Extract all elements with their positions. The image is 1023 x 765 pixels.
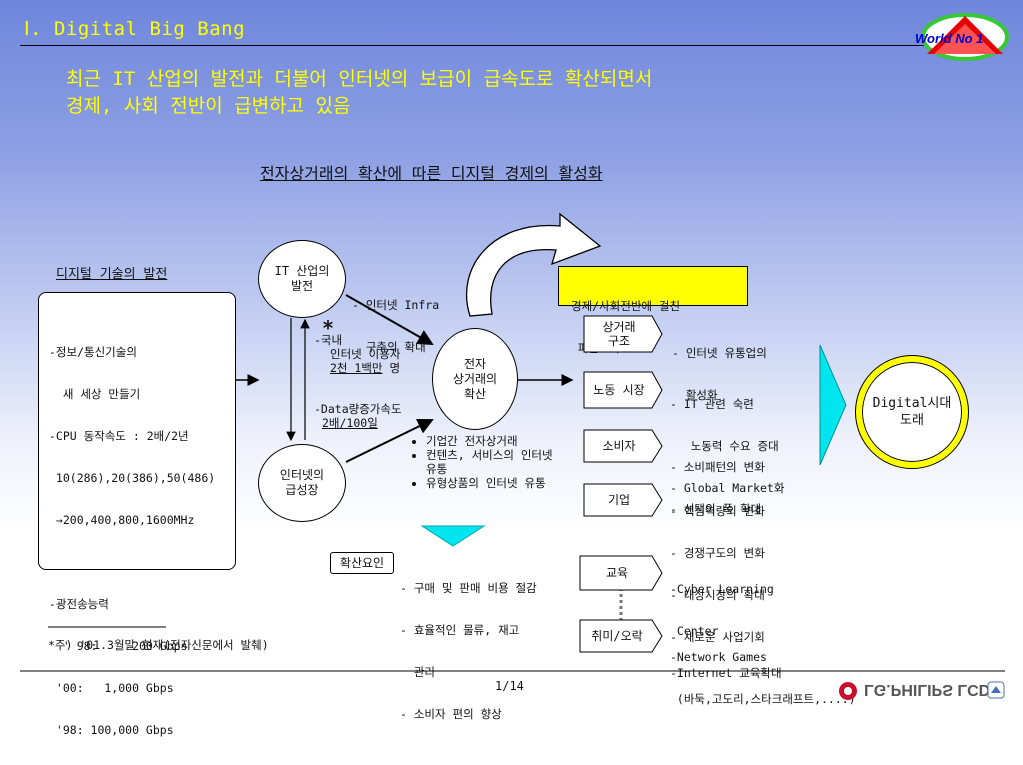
effect-line: 경제/사회전반에 걸친 [571,299,681,313]
slide: Ⅰ. Digital Big Bang World No 1 최근 IT 산업의… [0,0,1023,708]
domestic-line: 2천 1백만 명 [314,361,400,375]
impact-desc-leisure: -Network Games (바둑,고도리,스타크래프트,....) [670,622,856,734]
impact-desc-education: -Cyber Learning Center -Internet 교육확대 [670,554,782,708]
domestic-users-note: -국내 인터넷 이용자 2천 1백만 명 [314,333,400,375]
tech-line: 10(286),20(386),50(486) [49,471,216,485]
headline-line-2: 경제, 사회 전반이 급변하고 있음 [66,95,351,117]
impact-label-commerce: 상거래 구조 [602,320,636,348]
bullet-item: 컨텐츠, 서비스의 인터넷 유통 [426,448,562,476]
headline-line-1: 최근 IT 산업의 발전과 더불어 인터넷의 보급이 급속도로 확산되면서 [66,68,653,90]
impact-desc-line: - 선택의 폭 확대 [670,502,762,516]
impact-desc-commerce: - 인터넷 유통업의 활성화 [672,318,767,430]
domestic-line: 인터넷 이용자 [330,347,401,361]
data-growth-line: -Data량증가속도 [314,402,402,416]
lg-logo-icon [839,682,857,700]
bullet-item: 유형상품의 인터넷 유통 [426,476,562,490]
domestic-unit: 명 [382,361,401,375]
impact-label-leisure: 취미/오락 [591,629,643,643]
tech-line: -정보/통신기술의 [49,345,137,359]
world-no1-label: World No 1 [915,31,984,46]
page-number: 1/14 [495,679,524,693]
impact-tags [579,315,663,653]
infra-note: - 인터넷 Infra 구축의 확대 [352,270,439,382]
impact-desc-line: - 소비패턴의 변화 [670,460,765,474]
footnote: *주) '01.3월말 현재(전자신문에서 발췌) [48,638,269,652]
impact-desc-line: - 경쟁구도의 변화 [670,546,765,560]
domestic-line: -국내 [314,333,343,347]
impact-label-consumer: 소비자 [602,439,636,453]
ecommerce-bullets: 기업간 전자상거래 컨텐츠, 서비스의 인터넷 유통 유형상품의 인터넷 유통 [412,434,562,490]
impact-desc-consumer: - 소비패턴의 변화 - 선택의 폭 확대 [670,432,765,544]
impact-label-education: 교육 [605,566,629,580]
tech-line: ' 98: 200 Gbps [49,639,188,653]
footnote-star: * [322,316,335,340]
infra-note-line: - 인터넷 Infra [352,298,440,312]
impact-label-labor: 노동 시장 [593,383,645,397]
impact-desc-line: Center [670,624,719,638]
company-mark-icon [987,681,1005,699]
impact-desc-line: - 인터넷 유통업의 [672,346,767,360]
impact-desc-line: 노동력 수요 증대 [670,439,779,453]
factor-line: - 구매 및 판매 비용 절감 [400,581,537,595]
it-industry-circle: IT 산업의 발전 [258,240,346,318]
impact-desc-line: - 새로운 사업기회 [670,630,765,644]
impact-desc-line: - 핵심역량의 변화 [670,504,765,518]
impact-label-enterprise: 기업 [607,493,631,507]
title-rule [20,45,1005,46]
tech-line: →200,400,800,1600MHz [49,513,195,527]
internet-growth-circle: 인터넷의 급성장 [258,444,346,522]
tech-line: '00: 1,000 Gbps [49,681,174,695]
spread-factor-label: 확산요인 [330,552,394,574]
impact-desc-line: 활성화 [672,388,718,402]
data-growth-rate: 2배/100일 [322,416,378,430]
impact-desc-line: -Cyber Learning [670,582,774,596]
data-growth-note: -Data량증가속도 2배/100일 [314,402,402,430]
world-no1-badge [921,13,1009,61]
headline: 최근 IT 산업의 발전과 더불어 인터넷의 보급이 급속도로 확산되면서 경제… [66,66,886,120]
impact-desc-line: - IT 관련 숙련 [670,397,754,411]
tech-line: 새 세상 만들기 [49,387,141,401]
infra-note-line: 구축의 확대 [352,340,426,354]
impact-desc-enterprise: - 핵심역량의 변화 - 경쟁구도의 변화 - 대상시장의 확대 - 새로운 사… [670,476,765,672]
impact-desc-labor: - IT 관련 숙련 노동력 수요 증대 - Global Market화 [670,369,784,523]
tech-line: -CPU 동작속도 : 2배/2년 [49,429,189,443]
ecommerce-spread-circle: 전자 상거래의 확산 [432,328,518,430]
impact-desc-line: -Internet 교육확대 [670,666,782,680]
bullet-item: 기업간 전자상거래 [426,434,562,448]
impact-desc-line: - Global Market화 [670,481,785,495]
digital-era-circle: Digital시대 도래 [856,356,968,468]
factor-line: - 효율적인 물류, 재고 [400,623,520,637]
factor-line: 관리 [400,665,436,679]
tech-line: '98: 100,000 Gbps [49,723,174,737]
left-panel-heading: 디지털 기술의 발전 [56,267,168,282]
impact-desc-line: (바둑,고도리,스타크래프트,....) [670,692,856,706]
impact-desc-line: - 대상시장의 확대 [670,588,765,602]
impact-desc-line: -Network Games [670,650,767,664]
slide-title: Ⅰ. Digital Big Bang [24,18,246,40]
tech-line: -광전송능력 [49,597,109,611]
tech-progress-box: -정보/통신기술의 새 세상 만들기 -CPU 동작속도 : 2배/2년 10(… [38,292,236,737]
diagram-subtitle: 전자상거래의 확산에 따른 디지털 경제의 활성화 [260,164,603,183]
diagram-connectors [20,212,1005,672]
factor-line: - 소비자 편의 향상 [400,707,502,721]
domestic-count: 2천 1백만 [330,361,383,375]
company-logo-text: LG.PHILIPS LCD [864,681,991,698]
